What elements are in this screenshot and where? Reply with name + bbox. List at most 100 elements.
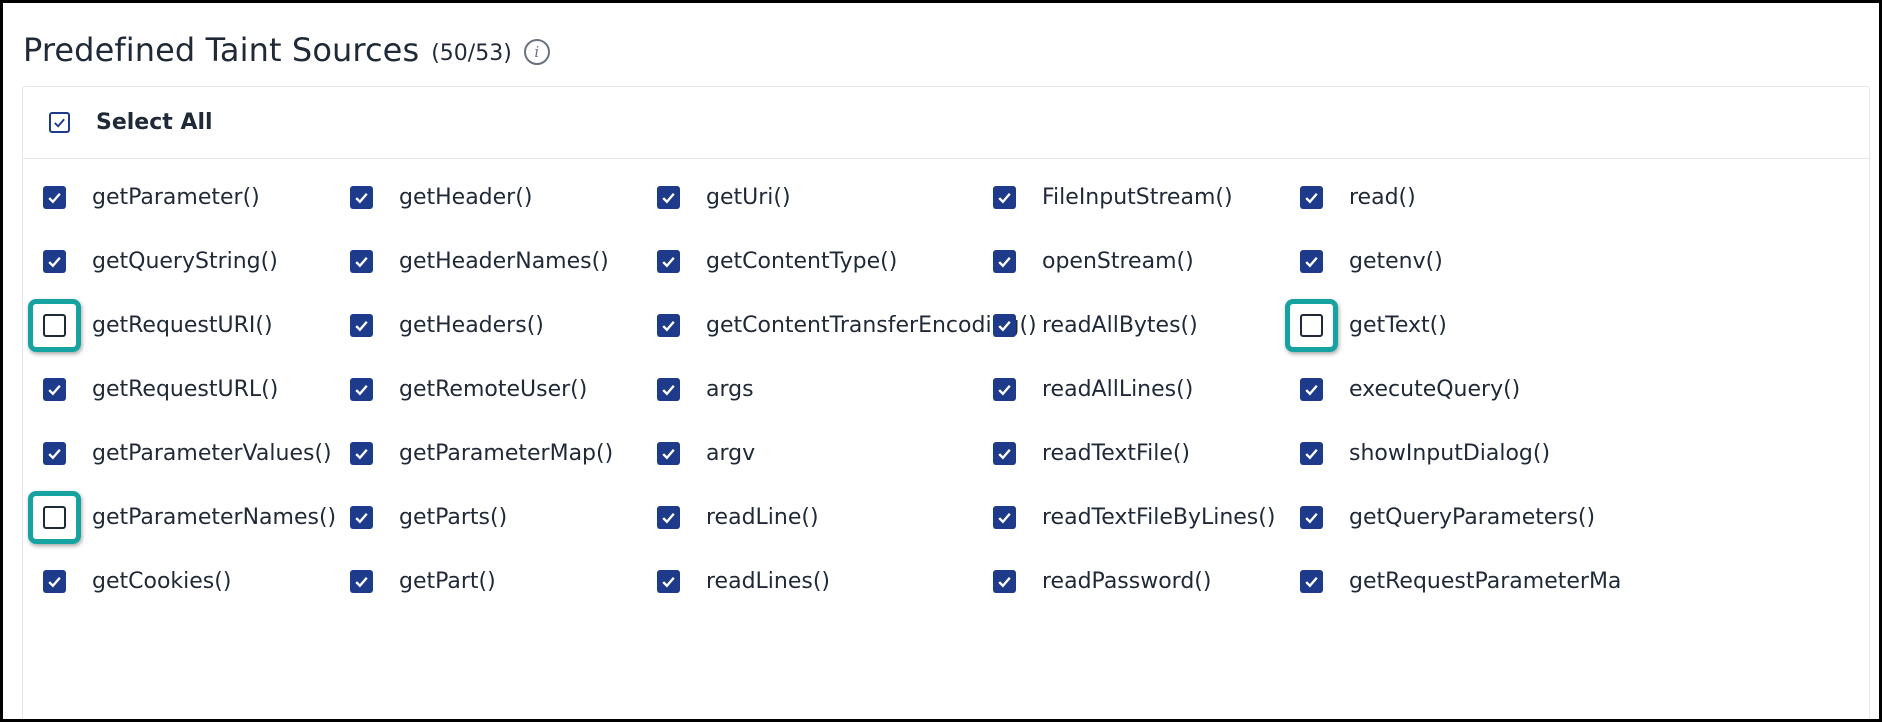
taint-source-label: getenv(): [1349, 248, 1443, 274]
checkbox-checked-icon[interactable]: [350, 441, 373, 465]
checkbox-checked-icon[interactable]: [350, 505, 373, 529]
checkbox-checked-icon[interactable]: [657, 441, 680, 465]
taint-source-checkbox[interactable]: args: [657, 369, 754, 409]
taint-source-label: readAllBytes(): [1042, 312, 1198, 338]
taint-source-checkbox[interactable]: readTextFileByLines(): [993, 497, 1275, 537]
checkbox-wrapper: [993, 377, 1016, 401]
checkbox-unchecked-icon[interactable]: [1300, 313, 1323, 337]
checkbox-checked-icon[interactable]: [1300, 185, 1323, 209]
checkbox-checked-icon[interactable]: [657, 185, 680, 209]
checkbox-wrapper: [1285, 298, 1338, 352]
taint-source-checkbox[interactable]: getParts(): [350, 497, 507, 537]
taint-source-checkbox[interactable]: getQueryString(): [43, 241, 278, 281]
taint-source-checkbox[interactable]: getHeader(): [350, 177, 532, 217]
checkbox-checked-icon[interactable]: [350, 249, 373, 273]
checkbox-checked-icon[interactable]: [350, 377, 373, 401]
checkbox-checked-icon[interactable]: [993, 441, 1016, 465]
checkbox-checked-icon[interactable]: [350, 313, 373, 337]
taint-source-checkbox[interactable]: getContentType(): [657, 241, 897, 281]
taint-source-checkbox[interactable]: getQueryParameters(): [1300, 497, 1595, 537]
checkbox-checked-icon[interactable]: [1300, 569, 1323, 593]
checkbox-wrapper: [1300, 569, 1323, 593]
taint-source-checkbox[interactable]: read(): [1300, 177, 1416, 217]
taint-source-checkbox[interactable]: readAllLines(): [993, 369, 1193, 409]
taint-source-label: getUri(): [706, 184, 791, 210]
checkbox-checked-icon[interactable]: [993, 249, 1016, 273]
taint-source-checkbox[interactable]: getParameterNames(): [28, 490, 337, 544]
taint-source-checkbox[interactable]: openStream(): [993, 241, 1194, 281]
taint-source-checkbox[interactable]: getRequestParameterMa: [1300, 561, 1621, 601]
select-all-checkbox[interactable]: Select All: [23, 87, 1869, 159]
checkbox-wrapper: [993, 249, 1016, 273]
checkbox-checked-icon[interactable]: [350, 569, 373, 593]
taint-source-label: showInputDialog(): [1349, 440, 1551, 466]
taint-source-label: getRequestParameterMa: [1349, 568, 1622, 594]
taint-source-checkbox[interactable]: FileInputStream(): [993, 177, 1233, 217]
info-icon[interactable]: i: [523, 39, 550, 65]
taint-source-checkbox[interactable]: getRequestURI(): [28, 298, 273, 352]
select-all-check-icon[interactable]: [49, 112, 70, 133]
checkbox-wrapper: [43, 185, 66, 209]
highlight-outline: [28, 490, 81, 544]
taint-source-checkbox[interactable]: readLines(): [657, 561, 830, 601]
checkbox-unchecked-icon[interactable]: [43, 505, 66, 529]
taint-source-checkbox[interactable]: getRequestURL(): [43, 369, 278, 409]
checkbox-checked-icon[interactable]: [43, 249, 66, 273]
taint-source-checkbox[interactable]: showInputDialog(): [1300, 433, 1550, 473]
checkbox-checked-icon[interactable]: [657, 313, 680, 337]
taint-source-label: getRemoteUser(): [399, 376, 588, 402]
checkbox-wrapper: [1300, 441, 1323, 465]
taint-source-checkbox[interactable]: getParameterMap(): [350, 433, 613, 473]
taint-source-label: getContentType(): [706, 248, 898, 274]
checkbox-checked-icon[interactable]: [43, 377, 66, 401]
taint-source-checkbox[interactable]: getCookies(): [43, 561, 231, 601]
checkbox-checked-icon[interactable]: [993, 569, 1016, 593]
taint-source-checkbox[interactable]: getParameterValues(): [43, 433, 332, 473]
taint-source-checkbox[interactable]: getContentTransferEncoding(): [657, 305, 1037, 345]
checkbox-checked-icon[interactable]: [657, 377, 680, 401]
taint-source-checkbox[interactable]: getText(): [1285, 298, 1447, 352]
checkbox-unchecked-icon[interactable]: [43, 313, 66, 337]
taint-source-checkbox[interactable]: getRemoteUser(): [350, 369, 587, 409]
taint-source-checkbox[interactable]: readLine(): [657, 497, 819, 537]
taint-source-label: readTextFileByLines(): [1042, 504, 1276, 530]
checkbox-checked-icon[interactable]: [657, 249, 680, 273]
taint-source-label: getParameterNames(): [92, 504, 337, 530]
checkbox-wrapper: [43, 569, 66, 593]
checkbox-checked-icon[interactable]: [43, 185, 66, 209]
section-header: Predefined Taint Sources (50/53) i: [23, 25, 550, 75]
taint-source-checkbox[interactable]: readPassword(): [993, 561, 1211, 601]
highlight-outline: [1285, 298, 1338, 352]
checkbox-checked-icon[interactable]: [993, 377, 1016, 401]
taint-source-checkbox[interactable]: getHeaderNames(): [350, 241, 609, 281]
selection-count: (50/53): [431, 40, 512, 66]
taint-source-checkbox[interactable]: getenv(): [1300, 241, 1443, 281]
taint-source-checkbox[interactable]: argv: [657, 433, 755, 473]
checkbox-checked-icon[interactable]: [1300, 441, 1323, 465]
checkbox-checked-icon[interactable]: [1300, 505, 1323, 529]
checkbox-checked-icon[interactable]: [1300, 377, 1323, 401]
taint-source-checkbox[interactable]: getParameter(): [43, 177, 260, 217]
checkbox-wrapper: [1300, 249, 1323, 273]
taint-source-checkbox[interactable]: readAllBytes(): [993, 305, 1198, 345]
taint-source-checkbox[interactable]: getHeaders(): [350, 305, 544, 345]
taint-source-checkbox[interactable]: getPart(): [350, 561, 496, 601]
taint-source-label: getRequestURL(): [92, 376, 279, 402]
checkbox-checked-icon[interactable]: [43, 441, 66, 465]
checkbox-checked-icon[interactable]: [993, 505, 1016, 529]
checkbox-checked-icon[interactable]: [993, 185, 1016, 209]
taint-sources-window: Predefined Taint Sources (50/53) i Selec…: [3, 3, 1879, 719]
checkbox-wrapper: [43, 377, 66, 401]
checkbox-checked-icon[interactable]: [43, 569, 66, 593]
checkbox-wrapper: [350, 313, 373, 337]
taint-source-checkbox[interactable]: executeQuery(): [1300, 369, 1520, 409]
checkbox-checked-icon[interactable]: [1300, 249, 1323, 273]
checkbox-checked-icon[interactable]: [657, 505, 680, 529]
taint-source-checkbox[interactable]: readTextFile(): [993, 433, 1190, 473]
taint-source-label: getHeader(): [399, 184, 533, 210]
checkbox-checked-icon[interactable]: [657, 569, 680, 593]
taint-source-label: readAllLines(): [1042, 376, 1194, 402]
checkbox-checked-icon[interactable]: [350, 185, 373, 209]
taint-source-checkbox[interactable]: getUri(): [657, 177, 791, 217]
checkbox-checked-icon[interactable]: [993, 313, 1016, 337]
